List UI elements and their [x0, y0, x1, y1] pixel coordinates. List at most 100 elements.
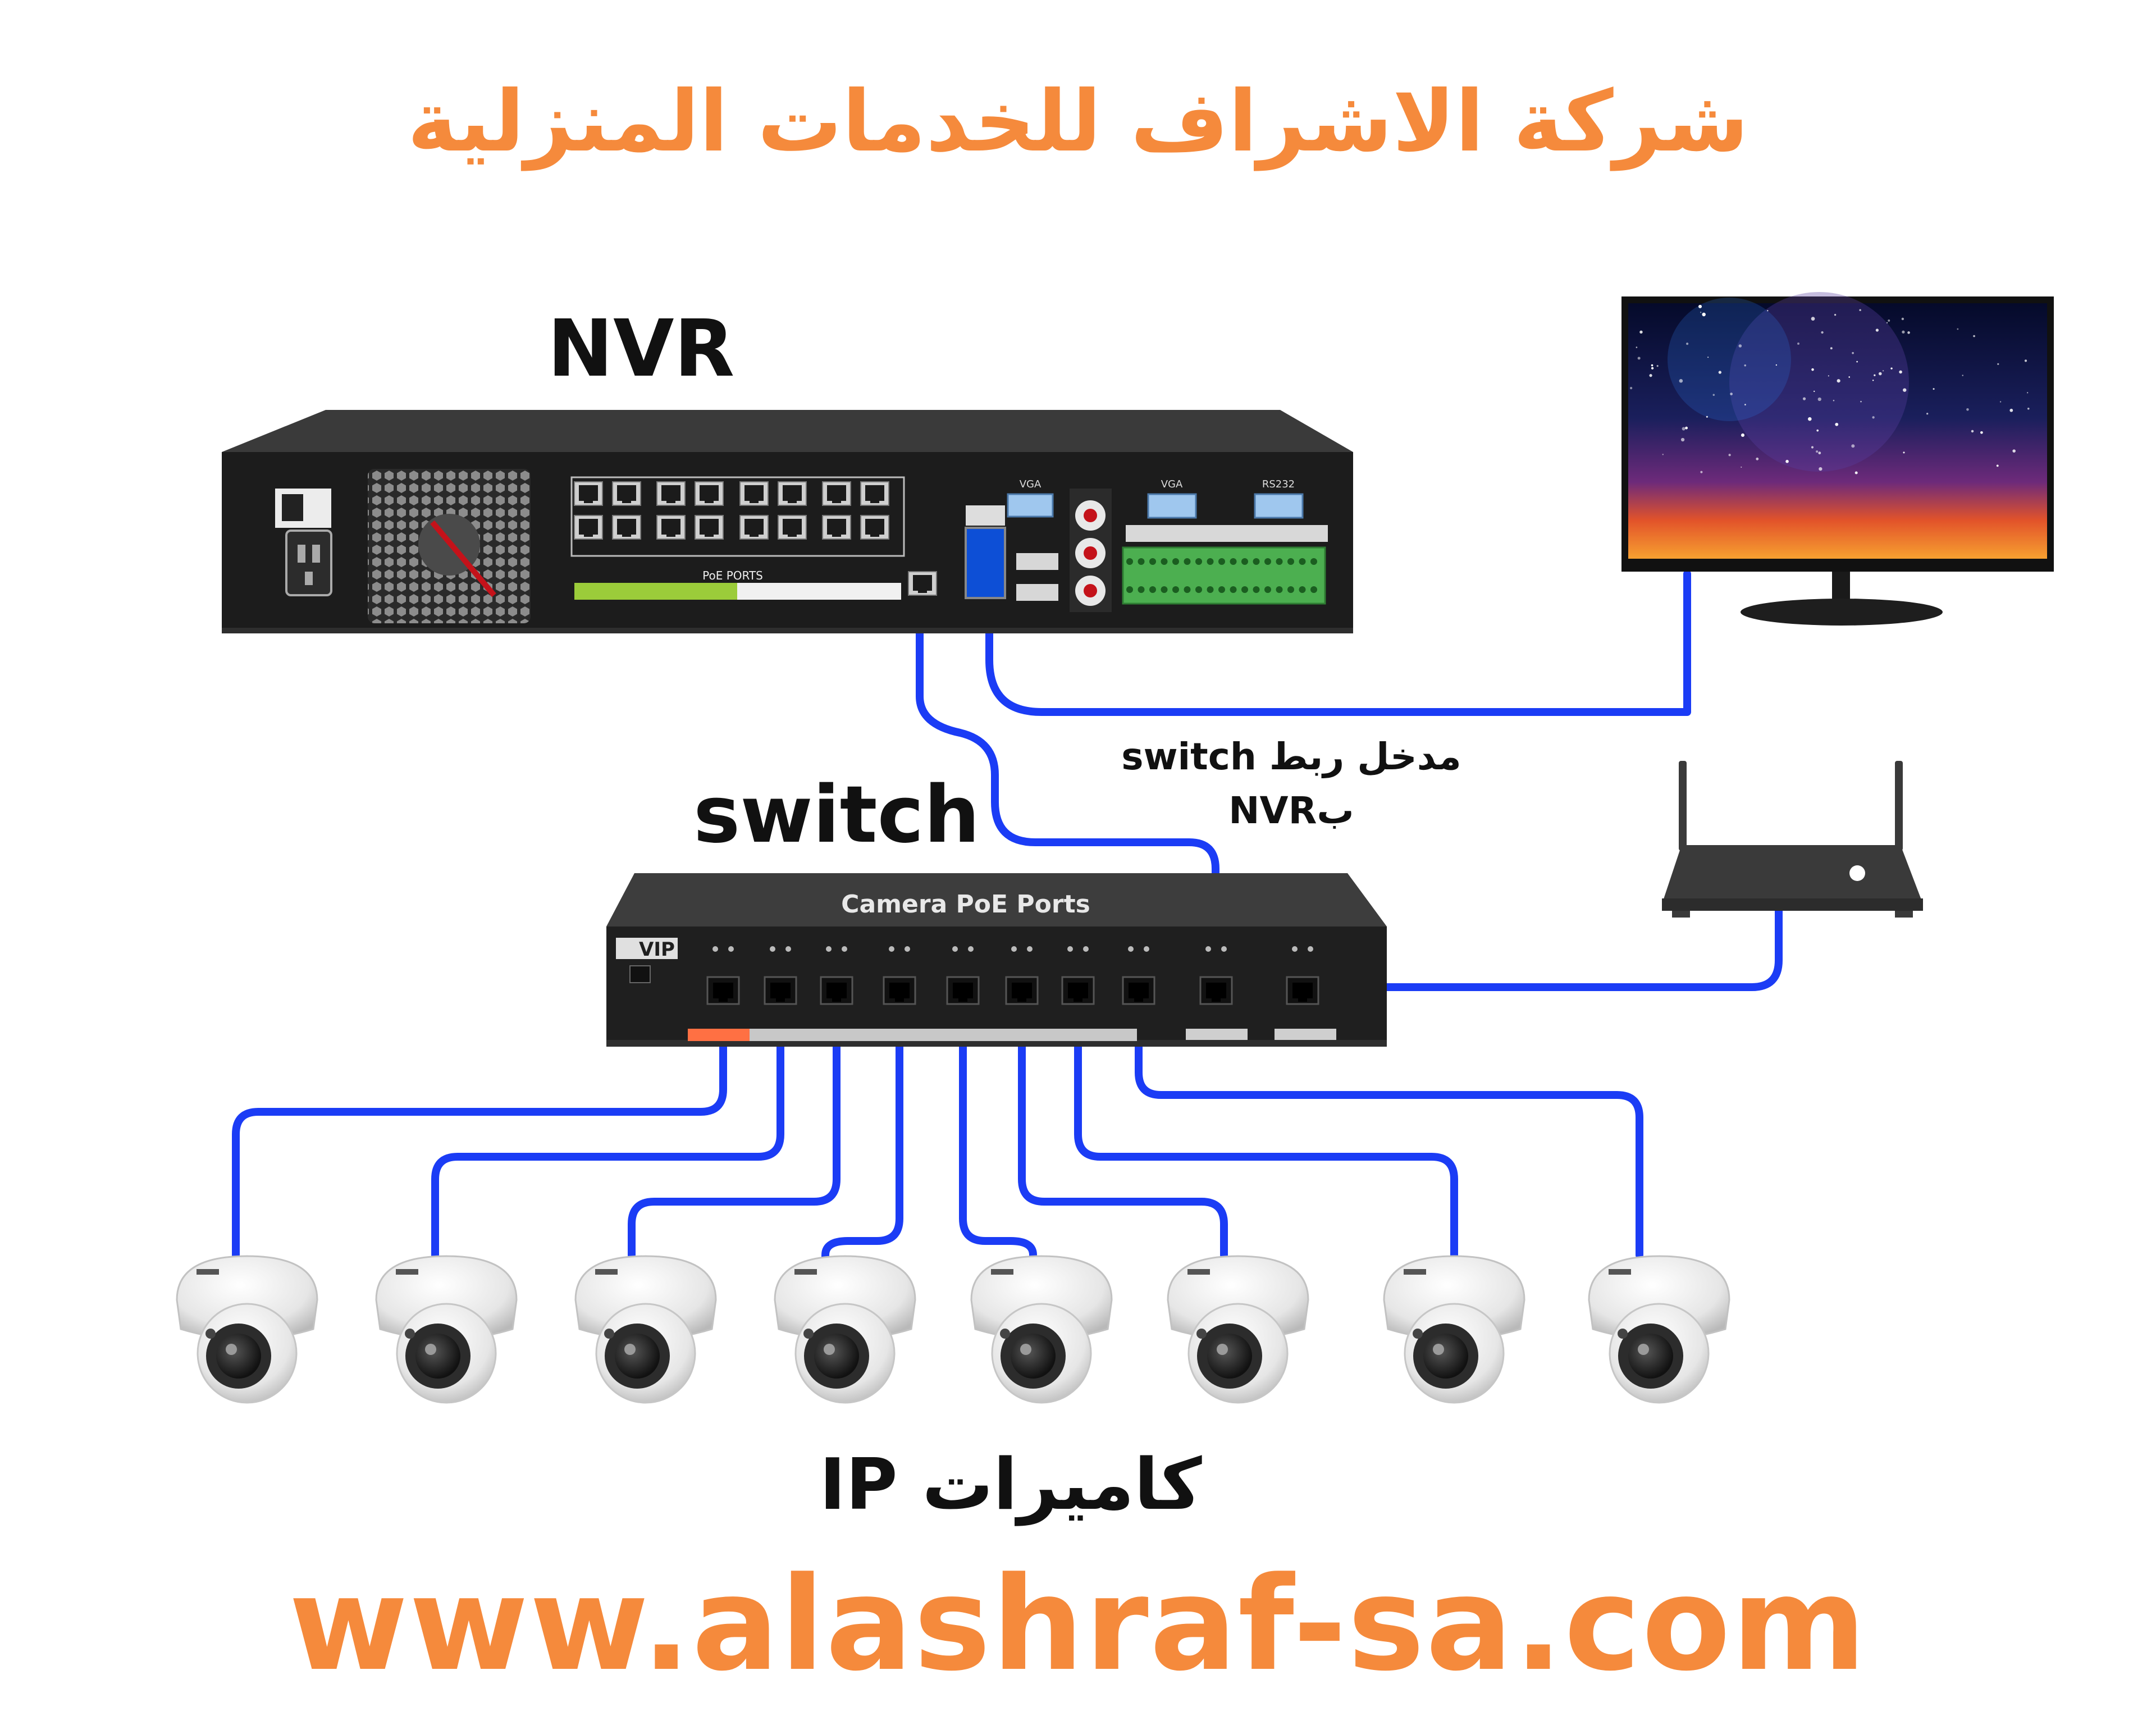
terminal-screw — [1241, 586, 1248, 593]
star — [1851, 444, 1855, 448]
star — [1860, 400, 1862, 403]
terminal-screw — [1276, 558, 1283, 565]
cable-cam-5 — [959, 990, 1037, 1262]
star — [1837, 379, 1840, 383]
star — [1833, 399, 1835, 401]
star — [1817, 397, 1821, 401]
star — [2027, 392, 2029, 394]
switch-port — [706, 976, 740, 1005]
cable-cam-7 — [1074, 990, 1458, 1259]
star — [1651, 367, 1654, 369]
nvr-power-socket — [275, 489, 332, 596]
terminal-screw — [1207, 586, 1214, 593]
terminal-screw — [1161, 586, 1168, 593]
star — [1741, 466, 1742, 468]
star — [1816, 450, 1819, 453]
star — [1679, 378, 1683, 383]
switch-port — [946, 976, 980, 1005]
star — [1811, 368, 1814, 371]
nvr-poe-port — [778, 515, 807, 540]
nvr-poe-port — [574, 481, 603, 506]
cable-cam-6 — [1018, 990, 1228, 1259]
port-led — [1144, 946, 1149, 952]
switch-port — [1061, 976, 1095, 1005]
star — [1756, 457, 1759, 460]
monitor — [1621, 292, 2054, 626]
star — [1834, 313, 1837, 316]
star — [1874, 374, 1876, 376]
terminal-screw — [1299, 558, 1306, 565]
star — [1973, 335, 1975, 337]
ip-camera-5 — [970, 1255, 1113, 1404]
port-led — [968, 946, 974, 952]
star — [2024, 359, 2027, 362]
switch-port — [764, 976, 797, 1005]
port-led — [1221, 946, 1227, 952]
star — [1712, 394, 1715, 396]
monitor-stars — [1630, 304, 2030, 474]
port-led — [952, 946, 958, 952]
star — [1700, 471, 1703, 473]
port-led — [1205, 946, 1211, 952]
star — [1785, 459, 1789, 463]
star — [1859, 309, 1861, 312]
rs232-label: RS232 — [1262, 478, 1295, 490]
star — [1901, 317, 1904, 321]
star — [1999, 401, 2002, 403]
cable-cam-4 — [821, 990, 903, 1262]
port-led — [826, 946, 832, 952]
cable-nvr-to-monitor — [985, 570, 1691, 716]
star — [1933, 388, 1935, 390]
terminal-screw — [1149, 586, 1156, 593]
link-label-line1: مدخل ربط switch — [1121, 735, 1461, 778]
port-led — [712, 946, 718, 952]
nvr-poe-port — [612, 515, 641, 540]
star — [1706, 416, 1708, 418]
nvr-poe-green-strip — [574, 583, 737, 600]
star — [1903, 451, 1905, 454]
star — [1882, 370, 1884, 372]
vga-label-1: VGA — [1020, 478, 1042, 490]
star — [1698, 304, 1702, 308]
ip-camera-8 — [1588, 1255, 1730, 1404]
star — [1890, 367, 1893, 369]
star — [1902, 330, 1905, 334]
cameras-label: كاميرات IP — [819, 1443, 1202, 1526]
port-led — [770, 946, 775, 952]
star — [1971, 430, 1974, 433]
terminal-screw — [1299, 586, 1306, 593]
star — [2009, 408, 2013, 412]
nvr-poe-label: PoE PORTS — [702, 569, 763, 582]
website-url[interactable]: www.alashraf-sa.com — [289, 1550, 1867, 1700]
port-led — [785, 946, 791, 952]
nvr-poe-port — [822, 515, 851, 540]
switch-label: switch — [693, 769, 980, 861]
star — [1899, 370, 1902, 374]
terminal-screw — [1172, 586, 1179, 593]
star — [1962, 375, 1963, 376]
star — [1741, 433, 1745, 437]
star — [1828, 375, 1829, 377]
cable-cam-1 — [232, 990, 727, 1259]
port-led — [1011, 946, 1017, 952]
star — [1907, 331, 1910, 334]
ip-camera-3 — [574, 1255, 717, 1404]
port-led — [1308, 946, 1313, 952]
port-led — [905, 946, 910, 952]
star — [1821, 331, 1824, 334]
company-name: شركة الاشراف للخدمات المنزلية — [407, 73, 1752, 171]
star — [1996, 464, 1999, 467]
nvr-poe-port — [860, 515, 889, 540]
star — [1767, 310, 1769, 312]
star — [1656, 365, 1659, 367]
nvr-poe-port — [778, 481, 807, 506]
star — [1872, 380, 1874, 381]
port-led — [889, 946, 894, 952]
star — [1818, 451, 1821, 455]
terminal-screw — [1207, 558, 1214, 565]
star — [1966, 408, 1969, 411]
ip-camera-1 — [176, 1255, 318, 1404]
nvr-vga-port-2: VGA — [1147, 478, 1197, 519]
terminal-screw — [1195, 586, 1202, 593]
